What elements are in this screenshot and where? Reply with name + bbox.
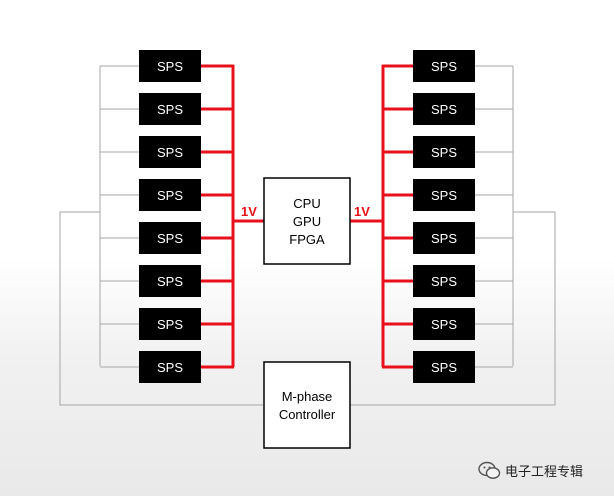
left-sps-box [139,136,201,168]
watermark-text: 电子工程专辑 [505,465,583,480]
left-sps-box [139,222,201,254]
right-sps-label: SPS [431,317,457,332]
watermark: 电子工程专辑 [478,461,583,480]
left-sps-label: SPS [157,274,183,289]
right-sps-box [413,50,475,82]
left-sps-label: SPS [157,102,183,117]
processor-label-fpga: FPGA [289,232,325,247]
controller-block: M-phase Controller [263,361,351,449]
power-rails [231,65,385,367]
left-sps-label: SPS [157,360,183,375]
controller-box [263,361,351,449]
left-sps-label: SPS [157,145,183,160]
controller-label-line2: Controller [279,407,336,422]
left-sps-box [139,179,201,211]
left-sps-box [139,351,201,383]
right-sps-box [413,351,475,383]
left-sps-box [139,93,201,125]
left-sps-label: SPS [157,317,183,332]
left-sps-box [139,308,201,340]
right-sps-box [413,93,475,125]
left-sps-box [139,50,201,82]
right-sps-box [413,179,475,211]
right-voltage-label: 1V [354,204,370,219]
processor-box [263,177,351,265]
right-sps-box [413,136,475,168]
left-sps-label: SPS [157,231,183,246]
right-sps-label: SPS [431,360,457,375]
right-sps-label: SPS [431,188,457,203]
right-sps-label: SPS [431,231,457,246]
right-sps-label: SPS [431,145,457,160]
control-wiring [59,66,556,406]
right-sps-box [413,222,475,254]
right-control-bus [350,211,556,406]
right-sps-box [413,265,475,297]
sps-stages: SPS SPS SPS SPS SPS SPS SPS SPS SPS SPS SPS SPS SPS S… [100,50,513,383]
processor-label-cpu: CPU [293,196,320,211]
left-voltage-label: 1V [241,204,257,219]
left-sps-label: SPS [157,59,183,74]
right-sps-label: SPS [431,102,457,117]
wechat-icon [478,461,501,479]
processor-block: CPU GPU FPGA [263,177,351,265]
processor-label-gpu: GPU [293,214,321,229]
right-sps-label: SPS [431,59,457,74]
left-control-bus [59,211,263,406]
left-sps-label: SPS [157,188,183,203]
right-sps-label: SPS [431,274,457,289]
left-sps-box [139,265,201,297]
right-sps-box [413,308,475,340]
controller-label-line1: M-phase [282,389,333,404]
